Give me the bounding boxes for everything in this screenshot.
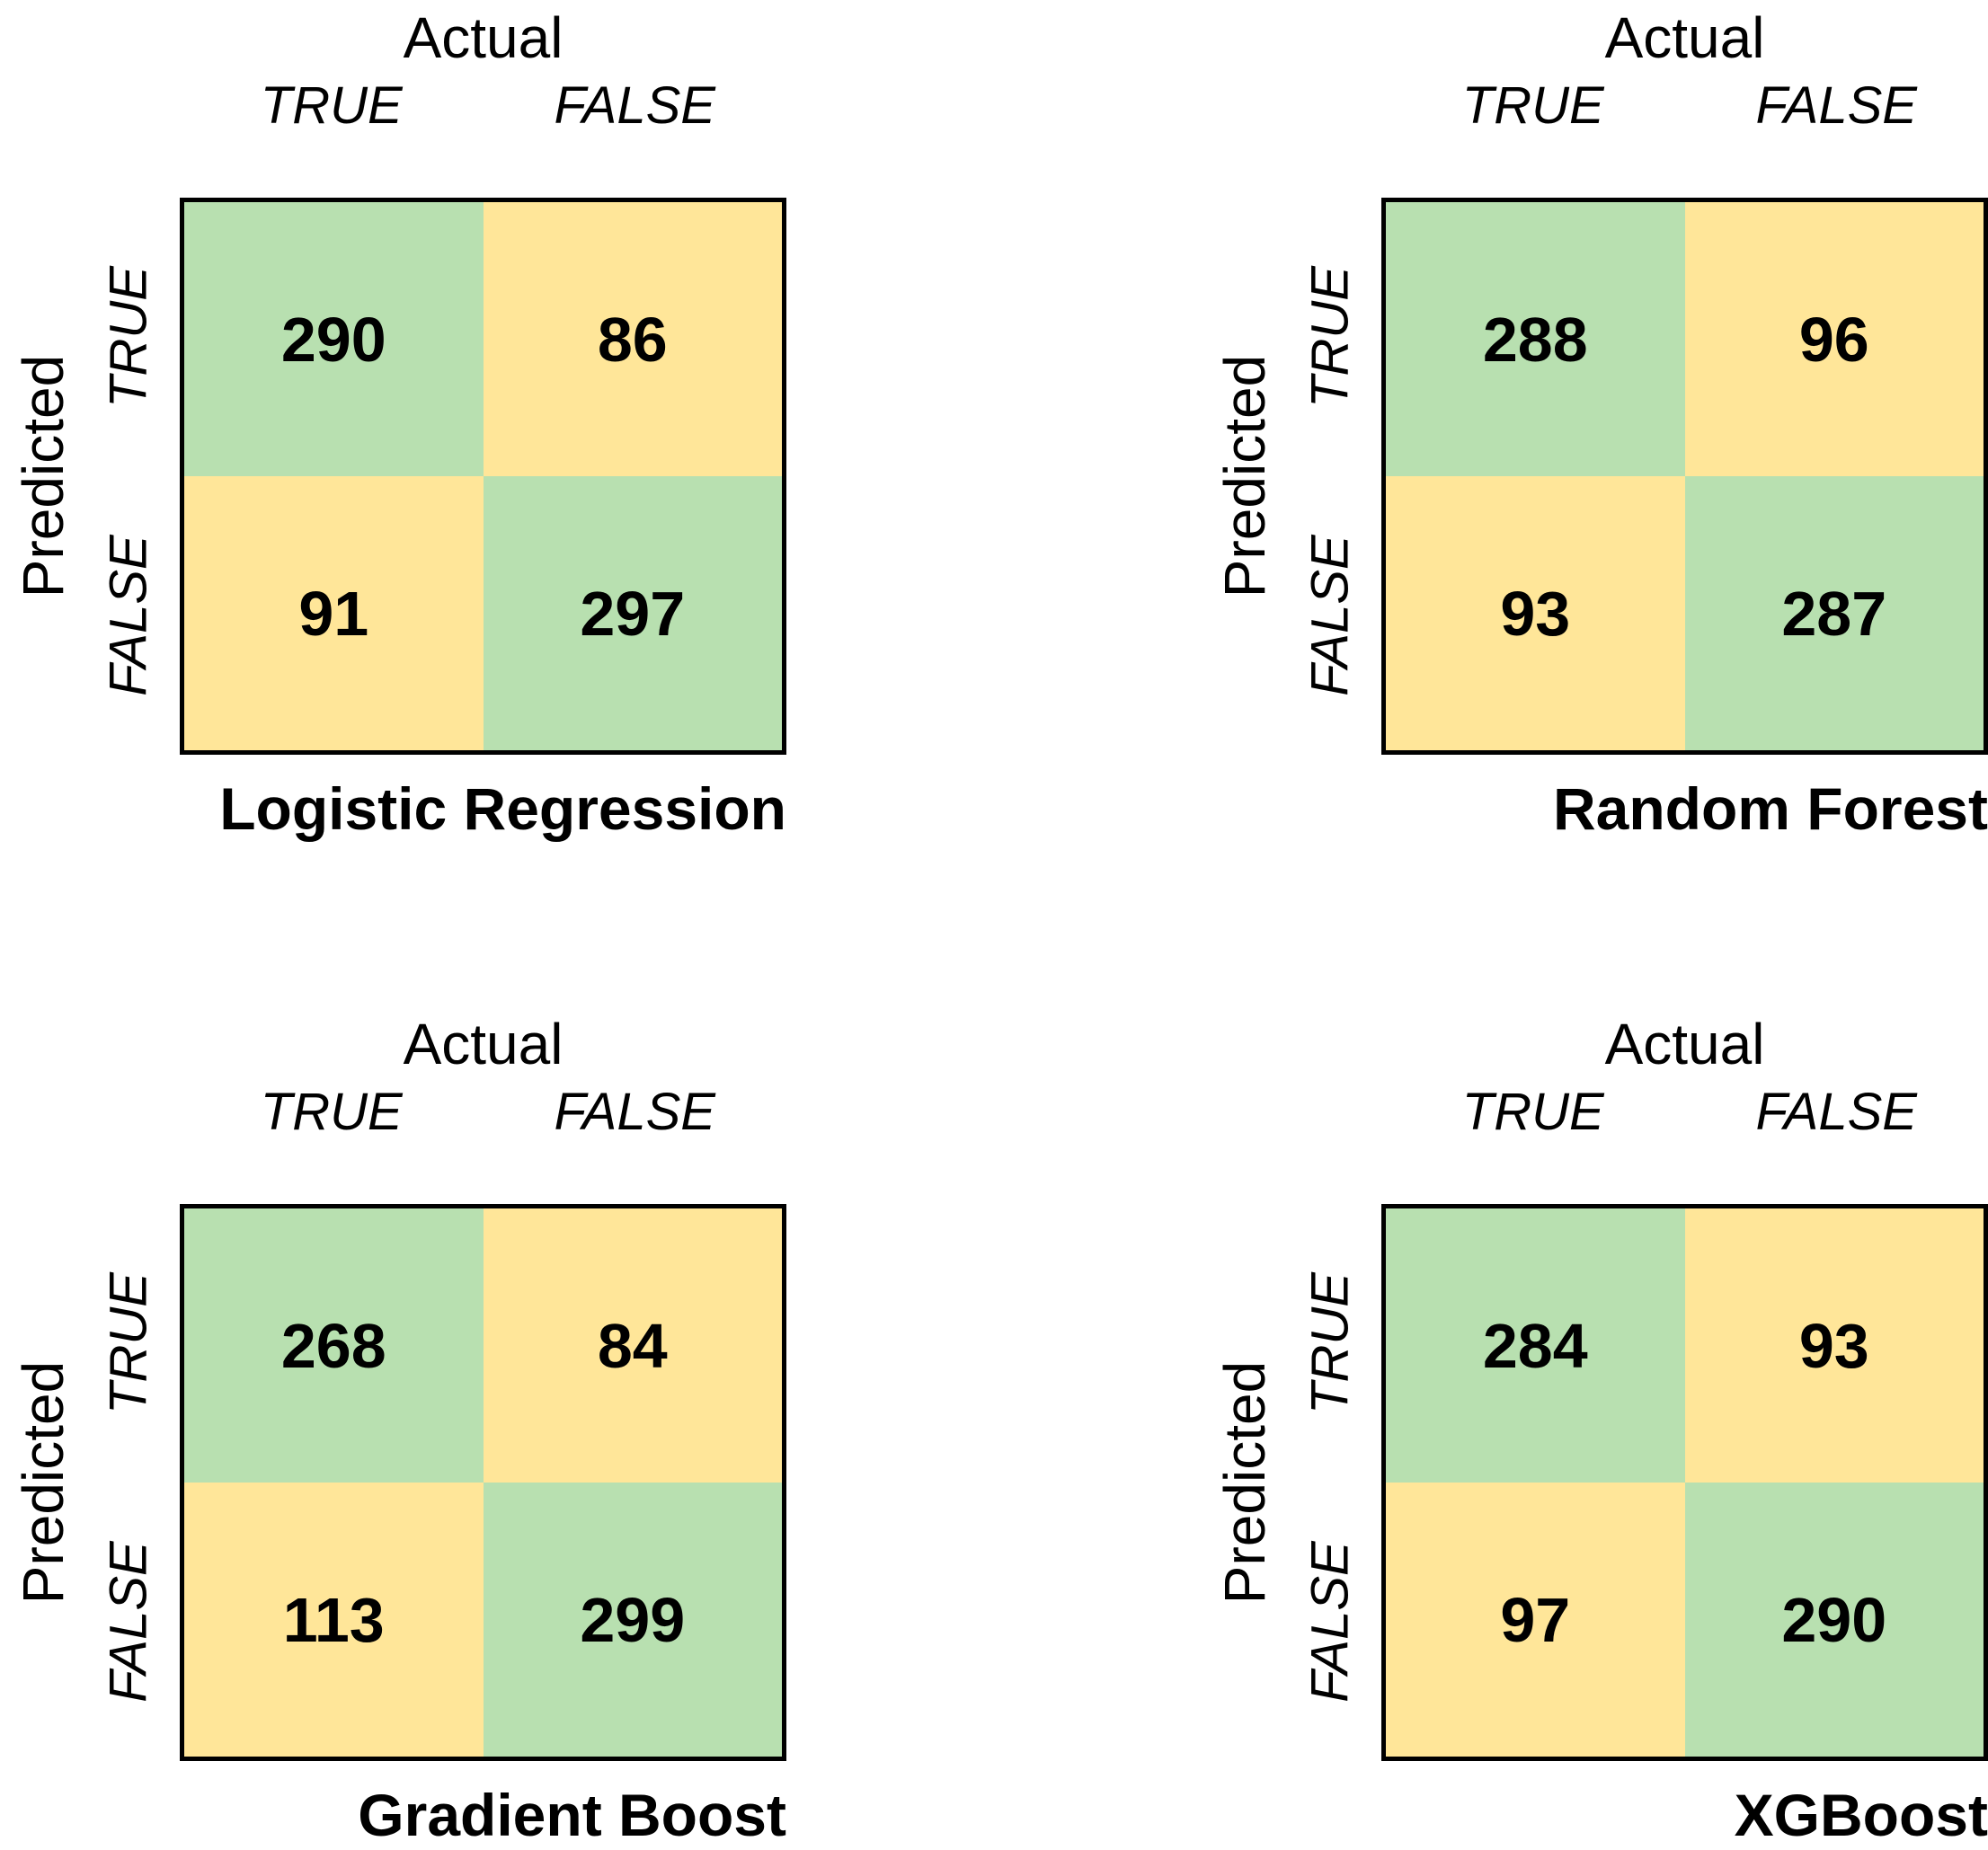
column-header-true: TRUE: [1461, 1083, 1604, 1141]
column-headers: TRUE FALSE: [180, 76, 786, 198]
cell-true-negative: 287: [1684, 476, 1984, 750]
row-header-true: TRUE: [1278, 1204, 1381, 1483]
row-header-true: TRUE: [76, 198, 180, 476]
predicted-axis-label: Predicted: [9, 1204, 76, 1761]
confusion-matrix-xgboost: Actual TRUE FALSE Predicted TRUE FALSE 2…: [1211, 1011, 1988, 1850]
cell-true-negative: 299: [483, 1483, 782, 1757]
actual-axis-label: Actual: [1604, 5, 1765, 70]
model-title: XGBoost: [1734, 1782, 1988, 1848]
row-header-true: TRUE: [76, 1204, 180, 1483]
row-header-true: TRUE: [1278, 198, 1381, 476]
row-header-false: FALSE: [1278, 1483, 1381, 1761]
row-header-false: FALSE: [1278, 476, 1381, 755]
predicted-axis-label-text: Predicted: [1211, 1360, 1277, 1605]
column-header-true: TRUE: [260, 1083, 403, 1141]
row-header-false: FALSE: [76, 476, 180, 755]
predicted-axis-label-text: Predicted: [10, 354, 75, 598]
row-header-true-text: TRUE: [1300, 266, 1359, 408]
actual-axis-label: Actual: [403, 1012, 564, 1076]
row-header-false-text: FALSE: [99, 535, 157, 696]
cell-false-positive: 84: [483, 1208, 782, 1483]
row-headers: TRUE FALSE: [1278, 1204, 1381, 1761]
matrix-grid: 284 93 97 290: [1381, 1204, 1988, 1761]
actual-axis-label: Actual: [1604, 1012, 1765, 1076]
confusion-matrix-logistic-regression: Actual TRUE FALSE Predicted TRUE FALSE 2…: [9, 4, 786, 845]
cell-true-positive: 288: [1386, 202, 1685, 476]
column-header-false: FALSE: [554, 76, 715, 135]
row-header-false-text: FALSE: [1300, 1541, 1359, 1703]
predicted-axis-label: Predicted: [1211, 198, 1278, 755]
cell-false-positive: 96: [1684, 202, 1984, 476]
model-title: Logistic Regression: [219, 775, 786, 842]
column-headers: TRUE FALSE: [180, 1083, 786, 1204]
cell-false-negative: 97: [1386, 1483, 1685, 1757]
matrix-grid: 268 84 113 299: [180, 1204, 786, 1761]
column-headers: TRUE FALSE: [1381, 76, 1988, 198]
cell-true-positive: 268: [184, 1208, 484, 1483]
predicted-axis-label-text: Predicted: [1211, 354, 1277, 598]
row-headers: TRUE FALSE: [1278, 198, 1381, 755]
confusion-matrix-random-forest: Actual TRUE FALSE Predicted TRUE FALSE 2…: [1211, 4, 1988, 845]
row-header-true-text: TRUE: [99, 266, 157, 408]
predicted-axis-label-text: Predicted: [10, 1360, 75, 1605]
cell-false-negative: 113: [184, 1483, 484, 1757]
actual-axis-label: Actual: [403, 5, 564, 70]
row-header-false-text: FALSE: [1300, 535, 1359, 696]
row-header-false-text: FALSE: [99, 1541, 157, 1703]
cell-false-positive: 93: [1684, 1208, 1984, 1483]
row-headers: TRUE FALSE: [76, 198, 180, 755]
matrix-grid: 290 86 91 297: [180, 198, 786, 755]
predicted-axis-label: Predicted: [1211, 1204, 1278, 1761]
cell-true-negative: 290: [1684, 1483, 1984, 1757]
cell-false-negative: 91: [184, 476, 484, 750]
column-header-true: TRUE: [260, 76, 403, 135]
row-header-true-text: TRUE: [99, 1272, 157, 1414]
row-header-true-text: TRUE: [1300, 1272, 1359, 1414]
cell-true-positive: 284: [1386, 1208, 1685, 1483]
column-header-true: TRUE: [1461, 76, 1604, 135]
column-header-false: FALSE: [554, 1083, 715, 1141]
cell-false-positive: 86: [483, 202, 782, 476]
matrix-grid: 288 96 93 287: [1381, 198, 1988, 755]
confusion-matrix-gradient-boost: Actual TRUE FALSE Predicted TRUE FALSE 2…: [9, 1011, 786, 1850]
column-headers: TRUE FALSE: [1381, 1083, 1988, 1204]
cell-true-positive: 290: [184, 202, 484, 476]
model-title: Random Forest: [1552, 775, 1988, 842]
column-header-false: FALSE: [1755, 76, 1917, 135]
column-header-false: FALSE: [1755, 1083, 1917, 1141]
row-header-false: FALSE: [76, 1483, 180, 1761]
cell-true-negative: 297: [483, 476, 782, 750]
cell-false-negative: 93: [1386, 476, 1685, 750]
row-headers: TRUE FALSE: [76, 1204, 180, 1761]
predicted-axis-label: Predicted: [9, 198, 76, 755]
model-title: Gradient Boost: [358, 1782, 786, 1848]
